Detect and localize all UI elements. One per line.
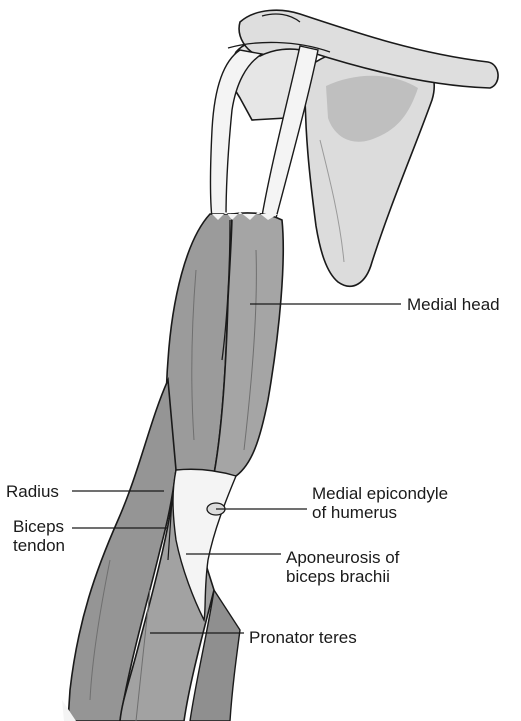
label-pronator-teres: Pronator teres	[249, 628, 357, 647]
label-medial-head: Medial head	[407, 295, 500, 314]
label-medial-epicondyle-line-1: Medial epicondyle	[312, 484, 448, 503]
label-medial-epicondyle: Medial epicondyle of humerus	[312, 484, 448, 522]
label-biceps-tendon-line-1: Biceps	[13, 517, 65, 536]
biceps-brachii	[166, 212, 283, 476]
scapula	[305, 48, 434, 287]
label-aponeurosis: Aponeurosis of biceps brachii	[286, 548, 399, 586]
label-aponeurosis-line-1: Aponeurosis of	[286, 548, 399, 567]
label-biceps-tendon: Biceps tendon	[13, 517, 65, 555]
label-biceps-tendon-line-2: tendon	[13, 536, 65, 555]
label-aponeurosis-line-2: biceps brachii	[286, 567, 399, 586]
label-radius: Radius	[6, 482, 59, 501]
label-medial-epicondyle-line-2: of humerus	[312, 503, 448, 522]
